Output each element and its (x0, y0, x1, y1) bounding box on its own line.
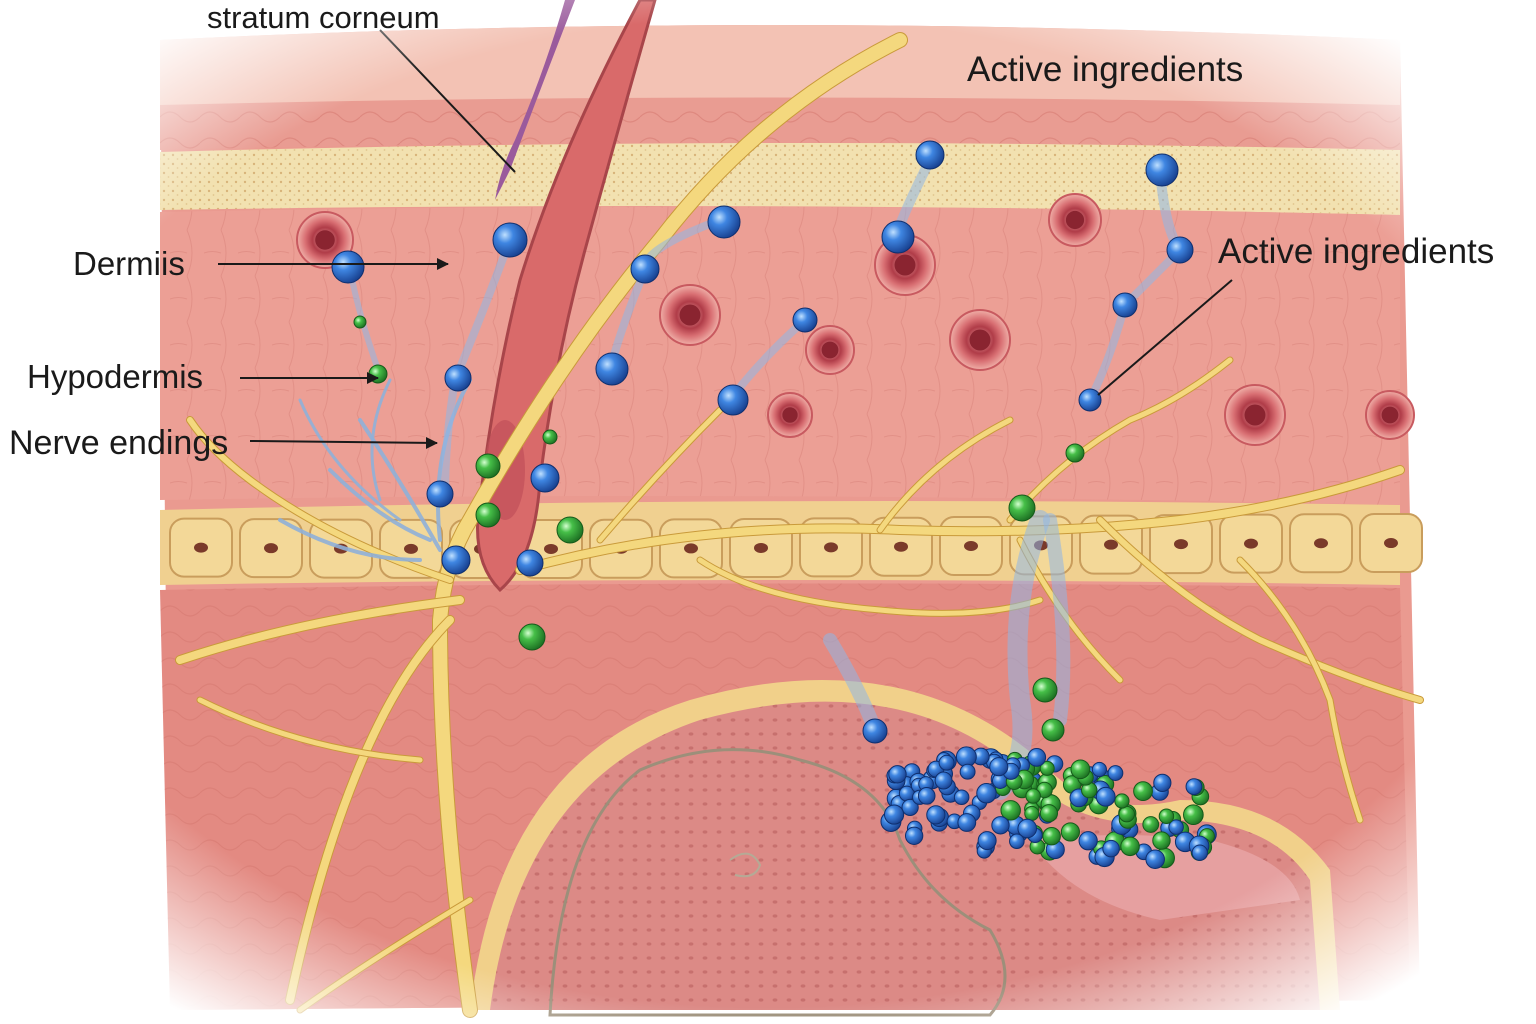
label-dermis: Dermiis (73, 245, 185, 282)
label-active-ingredients-top: Active ingredients (967, 50, 1244, 89)
label-hypodermis: Hypodermis (27, 358, 204, 395)
label-stratum-corneum: stratum corneum (207, 0, 440, 35)
label-active-ingredients-right: Active ingredients (1218, 232, 1495, 271)
label-nerve-endings: Nerve endings (9, 424, 229, 462)
